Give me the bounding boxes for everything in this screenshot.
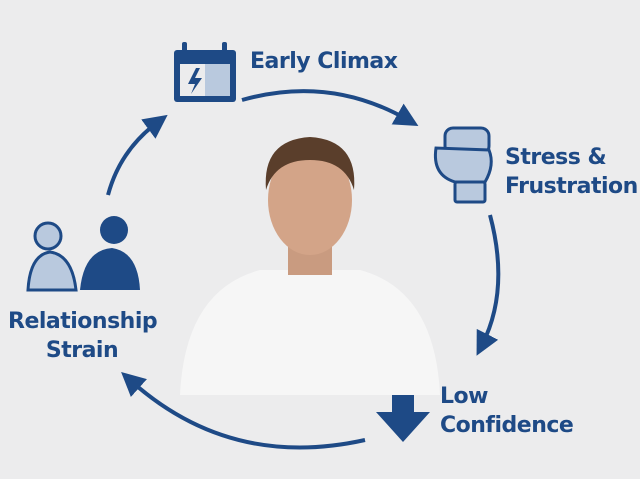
person-illustration xyxy=(180,137,440,395)
stage-label-line: Frustration xyxy=(505,174,638,199)
stage-label-line: Strain xyxy=(45,338,119,363)
arrow-strain-to-climax xyxy=(106,114,168,196)
stage-label-line: Stress & xyxy=(505,145,607,170)
stage-label-line: Confidence xyxy=(440,413,574,438)
stage-label-early-climax: Early Climax xyxy=(250,47,398,76)
cycle-arrows xyxy=(106,89,501,450)
arrow-stress-to-confidence xyxy=(476,214,501,356)
stage-label-line: Low xyxy=(440,384,488,409)
couple-turned-away-icon xyxy=(26,216,140,292)
calendar-lightning-icon xyxy=(174,42,236,102)
stage-label-text: Early Climax xyxy=(250,49,398,74)
stage-label-line: Relationship xyxy=(8,309,158,334)
stage-label-stress-frustration: Stress & Frustration xyxy=(505,143,638,201)
arrow-confidence-to-strain xyxy=(121,371,366,450)
clenched-fist-icon xyxy=(433,126,493,204)
arrow-climax-to-stress xyxy=(241,89,419,126)
down-arrow-icon xyxy=(376,380,430,442)
